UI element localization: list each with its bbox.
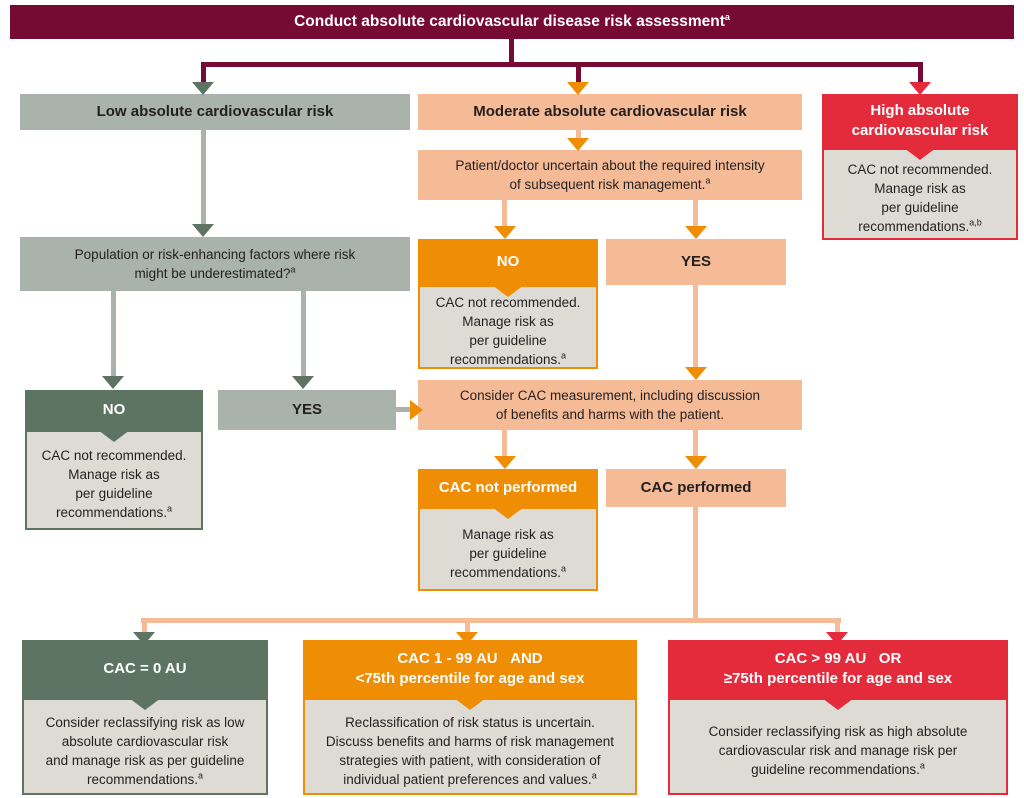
cac-not-performed-label: CAC not performed — [438, 479, 578, 496]
moderate-risk-header-label: Moderate absolute cardiovascular risk — [473, 103, 747, 120]
notch — [98, 430, 130, 442]
connector-high-stem — [918, 62, 923, 82]
footnote-marker: a — [724, 11, 730, 22]
arrow-down-icon — [133, 632, 155, 645]
outcome-zero-result-box: Consider reclassifying risk as low absol… — [22, 698, 268, 795]
connector-cac-performed — [693, 430, 698, 458]
connector-banner-horizontal — [201, 62, 923, 67]
notch — [129, 698, 161, 710]
connector-yes-consider — [693, 285, 698, 368]
cac-performed-label: CAC performed — [640, 479, 752, 496]
connector-low-stem — [201, 62, 206, 82]
outcome-zero-label: CAC = 0 AU — [103, 660, 187, 677]
moderate-yes-box: YES — [606, 239, 786, 285]
connector-moderate-stem — [576, 62, 581, 82]
notch — [492, 507, 524, 519]
connector-moderate-yes — [693, 200, 698, 228]
low-no-result-text: CAC not recommended. Manage risk as per … — [41, 448, 187, 520]
low-no-result-box: CAC not recommended. Manage risk as per … — [25, 430, 203, 530]
low-question-text: Population or risk-enhancing factors whe… — [74, 247, 356, 281]
footnote-marker: a — [167, 503, 173, 514]
outcome-zero-header: CAC = 0 AU — [22, 640, 268, 698]
outcome-mid-result-box: Reclassification of risk status is uncer… — [303, 698, 637, 795]
notch — [904, 148, 936, 160]
notch — [822, 698, 854, 710]
arrow-down-icon — [909, 82, 931, 95]
connector-moderate-no — [502, 200, 507, 228]
connector-outcome-zero-stem — [142, 623, 147, 633]
connector-cac-not-performed — [502, 430, 507, 458]
low-question-box: Population or risk-enhancing factors whe… — [20, 237, 410, 291]
moderate-question-text: Patient/doctor uncertain about the requi… — [455, 158, 765, 192]
footnote-marker: a,b — [969, 217, 982, 228]
outcome-high-result-box: Consider reclassifying risk as high abso… — [668, 698, 1008, 795]
high-risk-result-box: CAC not recommended. Manage risk as per … — [822, 148, 1018, 240]
arrow-down-icon — [685, 456, 707, 469]
outcome-high-label: CAC > 99 AU OR ≥75th percentile for age … — [723, 650, 953, 687]
outcome-zero-result-text: Consider reclassifying risk as low absol… — [45, 714, 245, 787]
footnote-marker: a — [591, 770, 597, 780]
arrow-down-icon — [192, 224, 214, 237]
consider-cac-text: Consider CAC measurement, including disc… — [459, 388, 761, 422]
cac-not-performed-result-text: Manage risk as per guideline recommendat… — [449, 526, 567, 580]
outcome-mid-result-text: Reclassification of risk status is uncer… — [325, 714, 615, 787]
title-text: Conduct absolute cardiovascular disease … — [294, 11, 730, 30]
connector-low-yes — [301, 291, 306, 376]
moderate-no-box: NO — [418, 239, 598, 285]
high-risk-result-text: CAC not recommended. Manage risk as per … — [847, 162, 993, 234]
high-risk-header: High absolute cardiovascular risk — [822, 94, 1018, 148]
footnote-marker: a — [198, 770, 204, 780]
arrow-down-icon — [685, 367, 707, 380]
low-risk-header: Low absolute cardiovascular risk — [20, 94, 410, 130]
moderate-risk-header: Moderate absolute cardiovascular risk — [418, 94, 802, 130]
footnote-marker: a — [561, 563, 567, 573]
footnote-marker: a — [290, 264, 296, 275]
moderate-no-result-box: CAC not recommended. Manage risk as per … — [418, 285, 598, 369]
moderate-question-box: Patient/doctor uncertain about the requi… — [418, 150, 802, 200]
arrow-down-icon — [192, 82, 214, 95]
connector-outcome-high-stem — [835, 623, 840, 633]
notch — [492, 285, 524, 297]
arrow-down-icon — [456, 632, 478, 645]
low-yes-label: YES — [291, 401, 322, 418]
footnote-marker: a — [919, 760, 925, 771]
high-risk-header-label: High absolute cardiovascular risk — [851, 102, 989, 139]
arrow-down-icon — [494, 226, 516, 239]
arrow-down-icon — [494, 456, 516, 469]
consider-cac-box: Consider CAC measurement, including disc… — [418, 380, 802, 430]
outcome-mid-label: CAC 1 - 99 AU AND <75th percentile for a… — [355, 650, 585, 687]
arrow-down-icon — [567, 138, 589, 151]
arrow-right-icon — [410, 400, 423, 420]
outcome-high-header: CAC > 99 AU OR ≥75th percentile for age … — [668, 640, 1008, 698]
title-banner: Conduct absolute cardiovascular disease … — [10, 5, 1014, 39]
connector-moderate-question — [576, 130, 581, 140]
outcome-mid-header: CAC 1 - 99 AU AND <75th percentile for a… — [303, 640, 637, 698]
arrow-down-icon — [292, 376, 314, 389]
connector-outcome-mid-stem — [465, 623, 470, 633]
arrow-down-icon — [102, 376, 124, 389]
connector-performed-stem — [693, 507, 698, 620]
moderate-no-label: NO — [496, 253, 520, 270]
arrow-down-icon — [685, 226, 707, 239]
connector-low-question — [201, 130, 206, 224]
low-no-label: NO — [102, 401, 126, 418]
low-risk-header-label: Low absolute cardiovascular risk — [96, 103, 334, 120]
outcome-high-result-text: Consider reclassifying risk as high abso… — [708, 724, 968, 777]
cac-performed-box: CAC performed — [606, 469, 786, 507]
connector-low-no — [111, 291, 116, 376]
arrow-down-icon — [567, 82, 589, 95]
connector-outcomes-horizontal — [141, 618, 841, 623]
cac-not-performed-result-box: Manage risk as per guideline recommendat… — [418, 507, 598, 591]
connector-banner-stem — [509, 39, 514, 64]
low-yes-box: YES — [218, 390, 396, 430]
moderate-yes-label: YES — [680, 253, 711, 270]
footnote-marker: a — [705, 175, 711, 186]
moderate-no-result-text: CAC not recommended. Manage risk as per … — [435, 295, 581, 367]
arrow-down-icon — [826, 632, 848, 645]
notch — [454, 698, 486, 710]
cac-not-performed-box: CAC not performed — [418, 469, 598, 507]
low-no-box: NO — [25, 390, 203, 430]
connector-yes-to-consider — [396, 407, 410, 412]
footnote-marker: a — [561, 350, 567, 361]
